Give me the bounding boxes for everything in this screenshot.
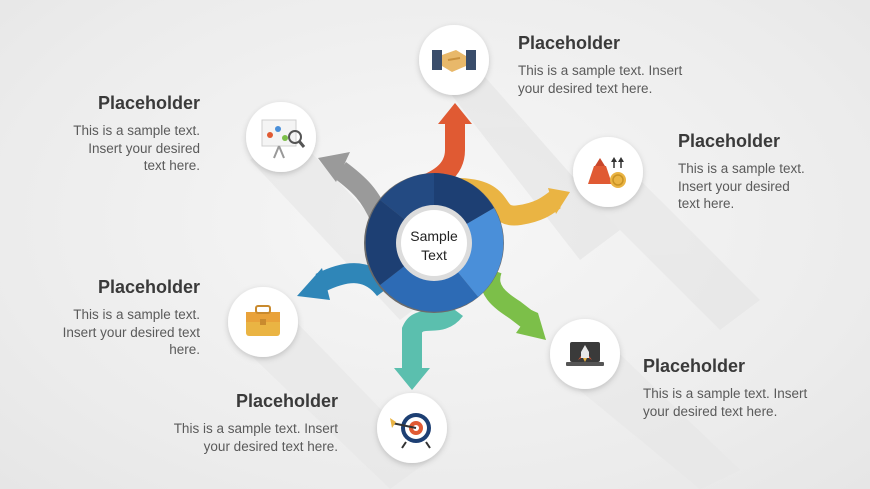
- arrow-bottom: [402, 303, 463, 368]
- money-bag-icon: [588, 157, 626, 188]
- block-text: This is a sample text. Insert your desir…: [173, 421, 338, 454]
- target-icon: [390, 413, 431, 449]
- icon-circle-left: [228, 287, 298, 357]
- icon-circle-lower-right: [550, 319, 620, 389]
- handshake-icon: [432, 50, 476, 72]
- arrow-upper-right: [459, 178, 561, 226]
- block-title: Placeholder: [235, 391, 338, 411]
- block-title: Placeholder: [678, 131, 781, 151]
- block-text: This is a sample text. Insert your desir…: [643, 386, 808, 419]
- block-title: Placeholder: [97, 277, 200, 297]
- icon-circle-bottom: [377, 393, 447, 463]
- block-text: This is a sample text. Insert your desir…: [518, 63, 683, 96]
- icon-circle-upper-left: [246, 102, 316, 172]
- text-block-upper-left: Placeholder This is a sample text. Inser…: [40, 93, 200, 175]
- block-title: Placeholder: [518, 33, 621, 53]
- text-block-bottom: Placeholder This is a sample text. Inser…: [120, 391, 338, 455]
- block-title: Placeholder: [97, 93, 200, 113]
- text-block-left: Placeholder This is a sample text. Inser…: [30, 277, 200, 359]
- icon-circle-top: [419, 25, 489, 95]
- block-title: Placeholder: [643, 356, 746, 376]
- block-text: This is a sample text. Insert your desir…: [62, 307, 200, 357]
- text-block-lower-right: Placeholder This is a sample text. Inser…: [643, 356, 858, 420]
- block-text: This is a sample text. Insert your desir…: [73, 123, 200, 173]
- icon-circle-upper-right: [573, 137, 643, 207]
- presentation-board-icon: [261, 119, 306, 159]
- rocket-laptop-icon: [566, 342, 604, 366]
- text-block-upper-right: Placeholder This is a sample text. Inser…: [678, 131, 848, 213]
- briefcase-icon: [246, 305, 280, 336]
- center-label: Sample Text: [410, 228, 458, 263]
- center-ring: [364, 173, 504, 313]
- block-text: This is a sample text. Insert your desir…: [678, 161, 805, 211]
- text-block-top: Placeholder This is a sample text. Inser…: [518, 33, 748, 97]
- arrow-lower-right: [480, 266, 535, 328]
